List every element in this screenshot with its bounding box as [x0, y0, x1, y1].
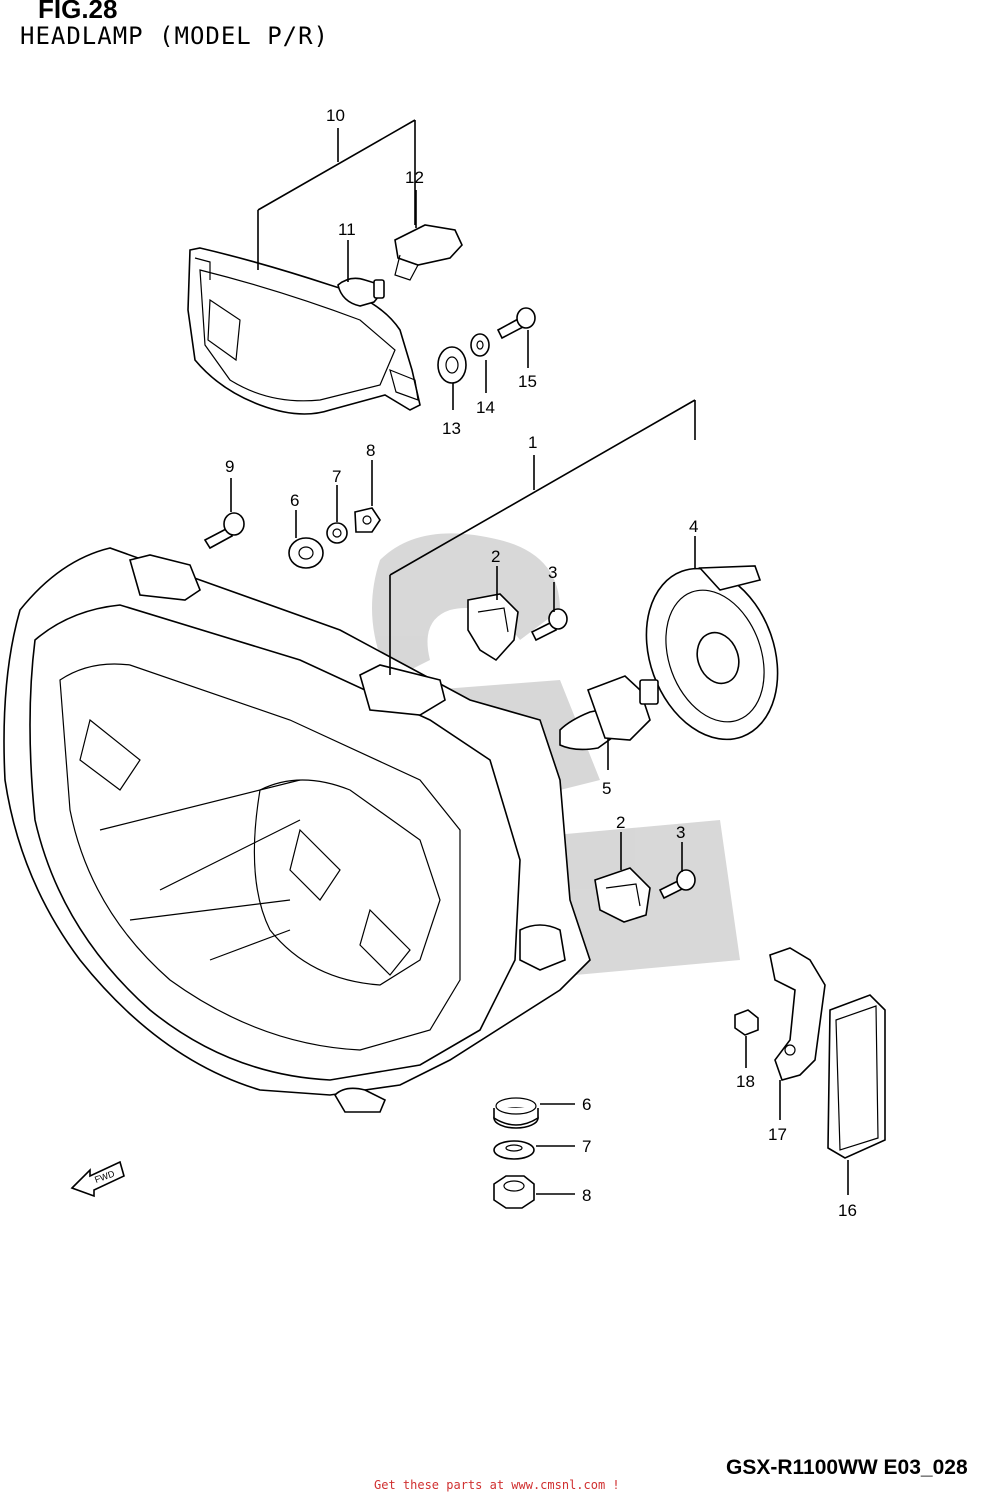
- callout-3-lower: 3: [676, 823, 685, 842]
- washer-7-lower[interactable]: [493, 1140, 535, 1160]
- leader-lines: [230, 119, 849, 1195]
- screw-3-upper[interactable]: [530, 608, 568, 642]
- callout-8-lower: 8: [582, 1186, 591, 1205]
- callout-2-lower: 2: [616, 813, 625, 832]
- callout-8-upper: 8: [366, 441, 375, 460]
- headlamp-assembly[interactable]: [3, 547, 591, 1113]
- nut-8-lower[interactable]: [493, 1175, 535, 1209]
- side-reflector[interactable]: [827, 994, 886, 1159]
- reflector-bracket[interactable]: [769, 947, 826, 1081]
- bulb-clip-lower[interactable]: [594, 867, 651, 923]
- callout-6-lower: 6: [582, 1095, 591, 1114]
- headlamp-bulb[interactable]: [559, 675, 659, 751]
- callout-2-upper: 2: [491, 547, 500, 566]
- grommet-6-lower[interactable]: [493, 1097, 539, 1129]
- grommet-13[interactable]: [437, 346, 467, 384]
- callout-18: 18: [736, 1072, 755, 1091]
- screw-9[interactable]: [203, 512, 245, 550]
- callout-1: 1: [528, 433, 537, 452]
- model-code: GSX-R1100WW E03_028: [726, 1456, 968, 1479]
- callout-3-upper: 3: [548, 563, 557, 582]
- grommet-6-upper[interactable]: [288, 537, 324, 569]
- callout-7-upper: 7: [332, 467, 341, 486]
- callout-12: 12: [405, 168, 424, 187]
- figure-number: FIG.28: [38, 0, 118, 24]
- screw-3-lower[interactable]: [658, 869, 696, 900]
- callout-9: 9: [225, 457, 234, 476]
- callout-16: 16: [838, 1201, 857, 1220]
- callout-6-upper: 6: [290, 491, 299, 510]
- washer-14[interactable]: [470, 333, 490, 357]
- callout-13: 13: [442, 419, 461, 438]
- bulb-socket[interactable]: [394, 224, 463, 281]
- callout-5: 5: [602, 779, 611, 798]
- callout-7-lower: 7: [582, 1137, 591, 1156]
- position-lamp-housing[interactable]: [187, 247, 421, 415]
- forward-arrow-icon: FWD: [70, 1160, 125, 1198]
- figure-title: HEADLAMP (MODEL P/R): [20, 22, 329, 50]
- footer-link[interactable]: Get these parts at www.cmsnl.com !: [374, 1478, 620, 1492]
- screw-15[interactable]: [496, 307, 536, 340]
- callout-11: 11: [338, 220, 356, 239]
- callout-4: 4: [689, 517, 698, 536]
- callout-15: 15: [518, 372, 537, 391]
- nut-18[interactable]: [734, 1009, 759, 1036]
- callout-14: 14: [476, 398, 495, 417]
- callout-17: 17: [768, 1125, 787, 1144]
- position-bulb[interactable]: [337, 277, 385, 307]
- dust-cover[interactable]: [624, 550, 801, 758]
- washer-7-upper[interactable]: [326, 522, 348, 544]
- bulb-clip-upper[interactable]: [467, 593, 519, 662]
- nut-8-upper[interactable]: [354, 507, 381, 533]
- callout-10: 10: [326, 106, 345, 125]
